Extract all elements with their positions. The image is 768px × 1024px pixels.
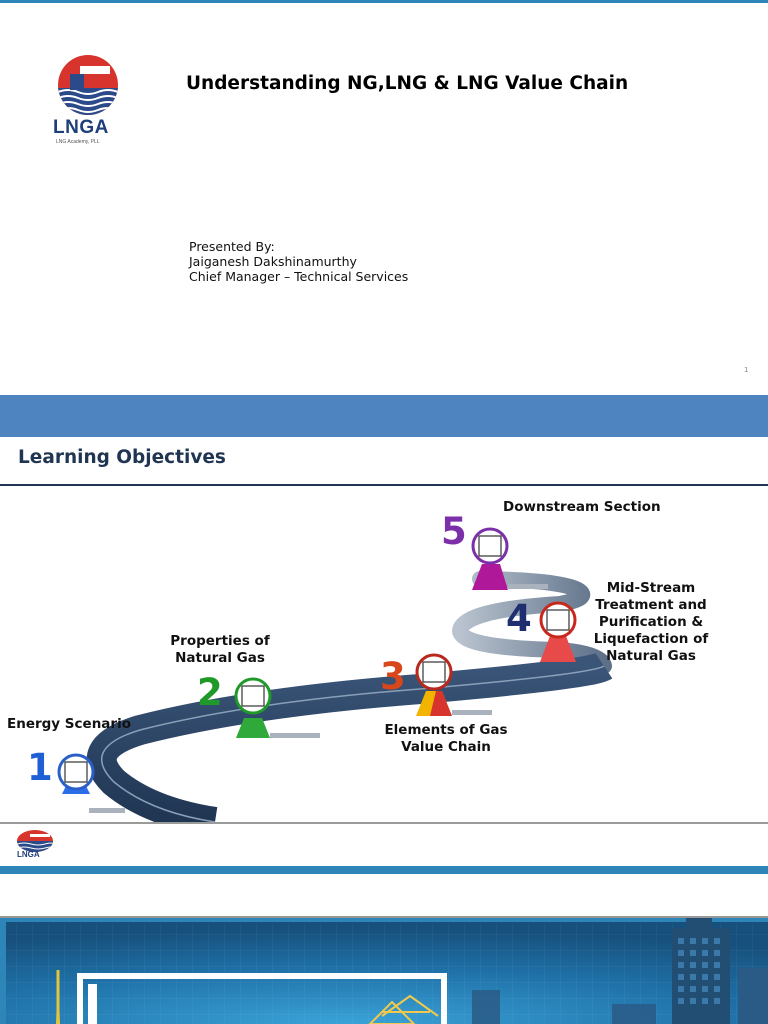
footer-accent-bar bbox=[0, 866, 768, 874]
footer-logo-wordmark: LNGA bbox=[17, 850, 40, 859]
title-divider bbox=[0, 484, 768, 486]
slide-2-header-band bbox=[0, 395, 768, 437]
page-number: 1 bbox=[744, 366, 749, 374]
step-5-number: 5 bbox=[441, 510, 467, 553]
step-2-number: 2 bbox=[197, 671, 223, 714]
lnga-logo-small-icon bbox=[17, 830, 53, 852]
step-3-label: Elements of Gas Value Chain bbox=[384, 722, 508, 755]
footer-divider bbox=[0, 822, 768, 824]
slide-1: LNGA LNG Academy, PLL Understanding NG,L… bbox=[0, 0, 768, 395]
step-1-pin-icon bbox=[57, 753, 125, 813]
roadmap-illustration bbox=[57, 527, 613, 822]
learning-objectives-title: Learning Objectives bbox=[18, 447, 226, 468]
step-3-number: 3 bbox=[380, 655, 406, 698]
presenter-name: Jaiganesh Dakshinamurthy bbox=[189, 254, 357, 269]
step-2-label: Properties of Natural Gas bbox=[170, 633, 270, 666]
step-4-pin-icon bbox=[539, 601, 577, 662]
step-4-number: 4 bbox=[506, 597, 532, 640]
slide-3-cityscape-illustration bbox=[0, 918, 768, 1024]
step-3-pin-icon bbox=[415, 653, 492, 716]
top-accent-line bbox=[0, 0, 768, 3]
logo-wordmark: LNGA bbox=[53, 117, 109, 138]
slide-3-top-line bbox=[0, 916, 768, 918]
step-5-label: Downstream Section bbox=[503, 499, 661, 515]
lnga-logo-icon bbox=[58, 55, 118, 115]
logo-subtitle: LNG Academy, PLL bbox=[56, 139, 100, 145]
presentation-title: Understanding NG,LNG & LNG Value Chain bbox=[186, 73, 629, 94]
presenter-block: Presented By: Jaiganesh Dakshinamurthy C… bbox=[189, 239, 408, 284]
presented-by-label: Presented By: bbox=[189, 239, 275, 254]
step-2-pin-icon bbox=[234, 677, 320, 738]
step-4-label: Mid-Stream Treatment and Purification & … bbox=[593, 580, 709, 664]
step-1-number: 1 bbox=[27, 746, 53, 789]
step-5-pin-icon bbox=[471, 527, 548, 590]
presenter-role: Chief Manager – Technical Services bbox=[189, 269, 409, 284]
step-1-label: Energy Scenario bbox=[7, 716, 131, 732]
